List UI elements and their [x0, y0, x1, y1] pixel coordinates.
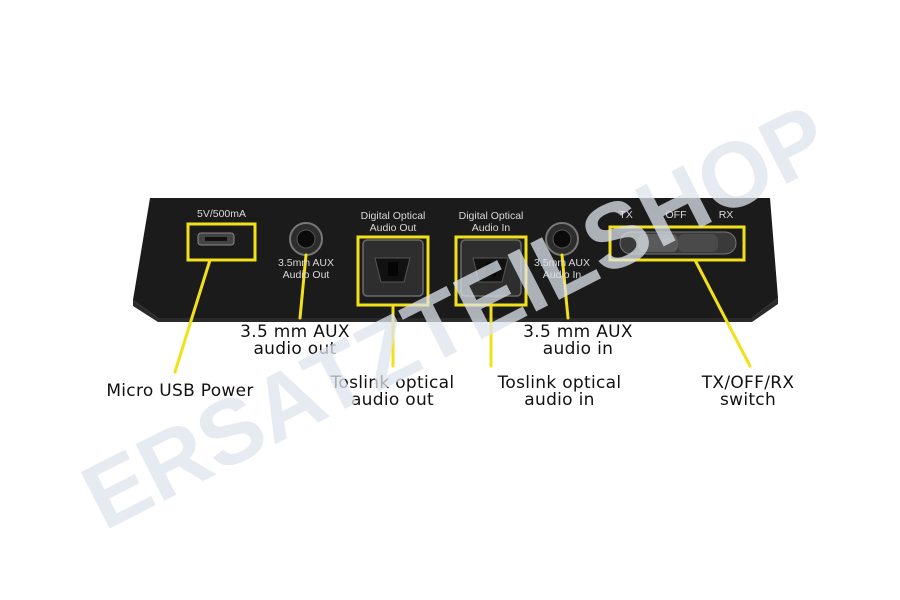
switch-rx-label: RX	[718, 209, 734, 221]
power-rating-label: 5V/500mA	[196, 208, 247, 220]
leader-lines	[173, 253, 752, 374]
callout-micro-usb: Micro USB Power	[106, 381, 254, 401]
leader-aux-in	[560, 253, 570, 320]
switch-tx-label: TX	[619, 209, 633, 221]
leader-aux-out	[298, 253, 308, 320]
device-bottom-edge	[133, 298, 778, 322]
leader-switch	[693, 258, 752, 368]
highlight-micro-usb	[186, 222, 257, 262]
leader-micro-usb	[173, 258, 212, 374]
highlight-switch	[608, 225, 746, 262]
switch-off-label: OFF	[665, 209, 687, 221]
